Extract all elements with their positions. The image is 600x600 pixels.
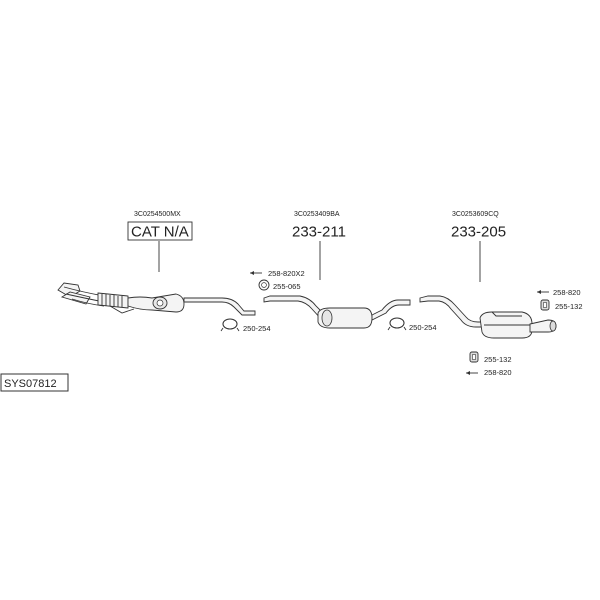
arrow-bolt-icon bbox=[466, 371, 470, 375]
accessory-rubber-mount[interactable]: 255-132 bbox=[540, 299, 583, 311]
part-number-label[interactable]: 233-211 bbox=[292, 224, 346, 241]
part-number-label[interactable]: CAT N/A bbox=[131, 224, 189, 241]
accessory-code: 255-065 bbox=[273, 282, 301, 291]
part-centre-silencer[interactable]: 3C0253409BA 233-211 bbox=[263, 211, 411, 329]
accessory-code: 258-820 bbox=[553, 288, 581, 297]
rubber-mount-icon bbox=[469, 351, 479, 363]
accessory-code: 258-820 bbox=[484, 368, 512, 377]
arrow-bolt-icon bbox=[250, 271, 254, 275]
clamp-icon bbox=[387, 317, 407, 331]
accessory-bolt[interactable]: 258-820 bbox=[537, 288, 581, 297]
part-oem-number: 3C0254500MX bbox=[134, 211, 181, 218]
accessory-code: 255-132 bbox=[484, 355, 512, 364]
system-reference: SYS07812 bbox=[0, 373, 69, 392]
part-label-box bbox=[127, 221, 193, 241]
accessory-code: 250-254 bbox=[243, 324, 271, 333]
system-reference-label: SYS07812 bbox=[4, 378, 57, 390]
accessory-code: 250-254 bbox=[409, 323, 437, 332]
accessory-code: 258-820X2 bbox=[268, 269, 305, 278]
system-reference-box bbox=[0, 373, 69, 392]
catalyst-drawing bbox=[57, 282, 256, 316]
accessory-clamp[interactable]: 250-254 bbox=[220, 318, 271, 333]
part-oem-number: 3C0253609CQ bbox=[452, 211, 499, 218]
rear-silencer-drawing bbox=[419, 295, 557, 339]
part-rear-silencer[interactable]: 3C0253609CQ 233-205 bbox=[419, 211, 557, 339]
part-oem-number: 3C0253409BA bbox=[294, 211, 340, 218]
rubber-mount-icon bbox=[540, 299, 550, 311]
part-number-label[interactable]: 233-205 bbox=[451, 224, 506, 241]
accessory-bolt[interactable]: 258-820X2 bbox=[250, 269, 305, 278]
clamp-icon bbox=[220, 318, 240, 332]
accessory-bolt[interactable]: 258-820 bbox=[466, 368, 512, 377]
accessory-rubber-mount[interactable]: 255-132 bbox=[469, 351, 512, 364]
centre-silencer-drawing bbox=[263, 295, 411, 329]
accessory-clamp[interactable]: 250-254 bbox=[387, 317, 437, 332]
accessory-gasket[interactable]: 255-065 bbox=[258, 279, 301, 291]
accessory-code: 255-132 bbox=[555, 302, 583, 311]
part-catalyst[interactable]: 3C0254500MX CAT N/A bbox=[57, 211, 256, 316]
arrow-bolt-icon bbox=[537, 290, 541, 294]
